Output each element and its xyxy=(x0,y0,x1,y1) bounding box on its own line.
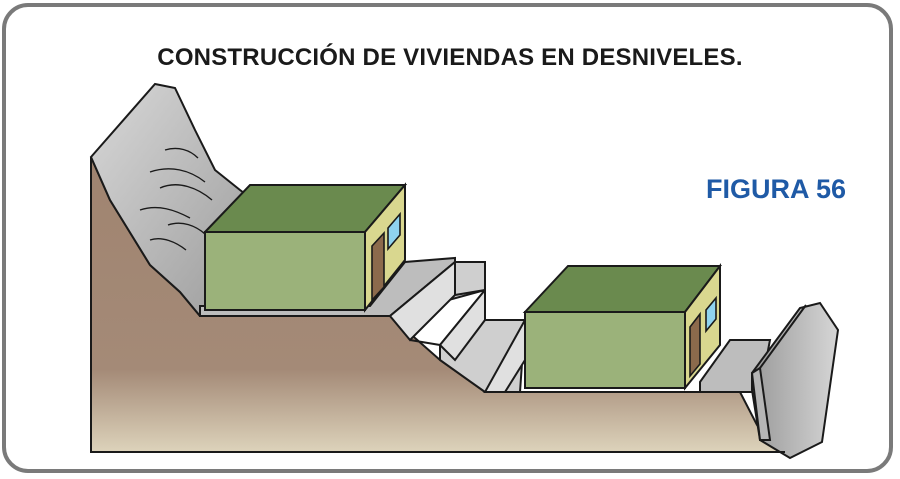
house-lower-icon xyxy=(522,263,723,391)
upper-platform xyxy=(199,256,456,317)
house-upper-icon xyxy=(202,182,408,313)
retaining-wall-icon xyxy=(750,301,840,460)
figure-title: CONSTRUCCIÓN DE VIVIENDAS EN DESNIVELES. xyxy=(157,44,743,71)
lower-platform xyxy=(485,339,772,393)
figure-number-label: FIGURA 56 xyxy=(705,174,846,204)
